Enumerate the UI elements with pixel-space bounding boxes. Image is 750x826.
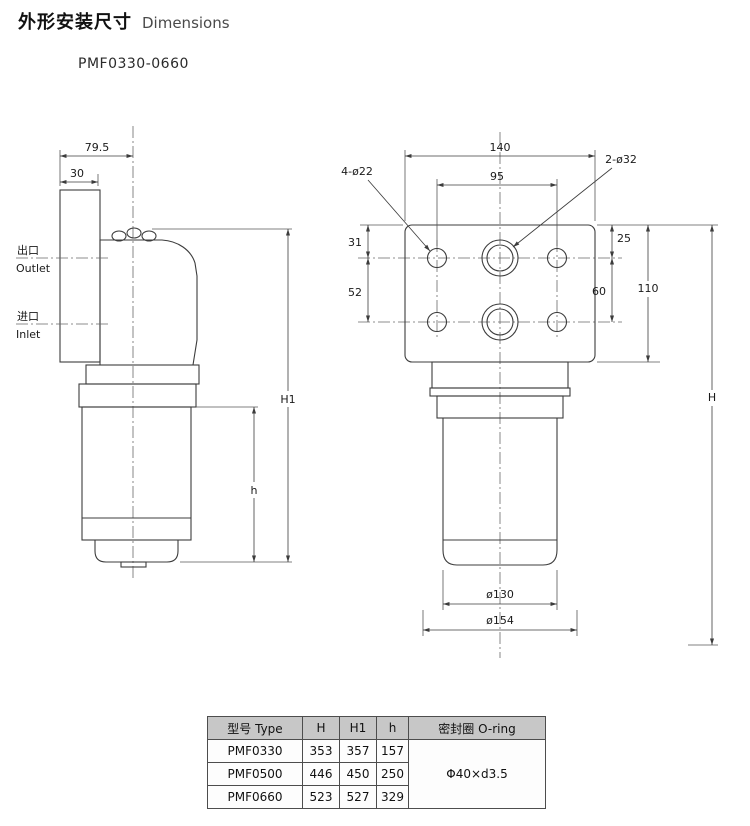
dim-110-label: 110	[638, 282, 659, 295]
cell-h: 329	[376, 785, 409, 809]
port-hole-inner	[486, 308, 514, 336]
dim-d154: ø154	[422, 610, 578, 636]
col-header-h: h	[376, 716, 409, 740]
dim-31: 31	[348, 224, 403, 258]
dim-h-total-label: H	[708, 391, 716, 404]
port-hole-outer	[481, 303, 519, 341]
dim-79_5-label: 79.5	[85, 141, 110, 154]
dim-140-label: 140	[490, 141, 511, 154]
dim-h1-label: H1	[280, 393, 295, 406]
dim-h-small: h	[196, 406, 258, 562]
dim-31-label: 31	[348, 236, 362, 249]
table-header-row: 型号 Type H H1 h 密封圈 O-ring	[207, 716, 546, 740]
left-filter-body	[59, 189, 200, 568]
bowl	[442, 417, 558, 566]
dim-d130: ø130	[442, 570, 558, 610]
bowl	[81, 406, 192, 541]
dim-110: 110	[597, 225, 660, 363]
dim-79_5: 79.5	[59, 141, 133, 186]
bolt-hole	[426, 247, 448, 269]
knurled-nut	[78, 383, 197, 408]
page-title-cn: 外形安装尺寸	[18, 12, 132, 33]
cell-oring: Φ40×d3.5	[408, 739, 546, 809]
dim-25: 25	[597, 224, 718, 258]
dim-d130-label: ø130	[486, 588, 514, 601]
cell-H1: 450	[339, 762, 377, 786]
callout-bolt-holes: 4-ø22	[341, 165, 431, 252]
outlet-port: 出口 Outlet	[16, 243, 108, 275]
inlet-port: 进口 Inlet	[16, 310, 108, 341]
mount-bracket	[59, 189, 101, 363]
spec-table: 型号 Type H H1 h 密封圈 O-ring PMF0330 353 35…	[207, 716, 546, 809]
left-view: 79.5 30	[16, 126, 296, 578]
dim-52-label: 52	[348, 286, 362, 299]
dim-25-label: 25	[617, 232, 631, 245]
port-hole-outer	[481, 239, 519, 277]
dim-h-small-label: h	[251, 484, 258, 497]
dim-60-label: 60	[592, 285, 606, 298]
bolt-hole	[426, 311, 448, 333]
cell-h: 250	[376, 762, 409, 786]
inlet-label-en: Inlet	[16, 328, 41, 341]
dim-d154-label: ø154	[486, 614, 514, 627]
model-range-label: PMF0330-0660	[78, 56, 189, 72]
cell-type: PMF0330	[207, 739, 303, 763]
dim-60: 60	[592, 258, 615, 322]
dim-95-label: 95	[490, 170, 504, 183]
cell-type: PMF0660	[207, 785, 303, 809]
port-hole-inner	[486, 244, 514, 272]
dim-140: 140	[404, 141, 596, 221]
outlet-label-cn: 出口	[17, 243, 39, 257]
table-row: PMF0500 446 450 250	[207, 762, 546, 786]
table-row: PMF0660 523 527 329	[207, 785, 546, 809]
dim-52: 52	[348, 258, 371, 322]
inlet-label-cn: 进口	[17, 310, 39, 323]
dim-h-total: H	[688, 225, 718, 646]
dim-h1: H1	[152, 228, 296, 563]
page-title-en: Dimensions	[142, 14, 230, 32]
cell-H1: 357	[339, 739, 377, 763]
collar	[85, 364, 200, 385]
filter-head	[99, 239, 198, 366]
dim-30-label: 30	[70, 167, 84, 180]
bowl-cap	[94, 539, 179, 563]
cell-h: 157	[376, 739, 409, 763]
callout-4xd22-label: 4-ø22	[341, 165, 373, 178]
col-header-oring: 密封圈 O-ring	[408, 716, 546, 740]
cell-H: 353	[302, 739, 340, 763]
dim-30: 30	[60, 167, 99, 186]
bolt-head	[141, 230, 157, 242]
callout-port-holes: 2-ø32	[512, 153, 637, 248]
cell-H: 446	[302, 762, 340, 786]
bolt-hole	[546, 247, 568, 269]
bolt-head	[126, 227, 142, 239]
cell-H: 523	[302, 785, 340, 809]
bolt-head	[111, 230, 127, 242]
callout-2xd32-label: 2-ø32	[605, 153, 637, 166]
bolt-hole	[546, 311, 568, 333]
col-header-H1: H1	[339, 716, 377, 740]
cell-H1: 527	[339, 785, 377, 809]
table-row: PMF0330 353 357 157 Φ40×d3.5	[207, 739, 546, 809]
col-header-type: 型号 Type	[207, 716, 303, 740]
right-filter-body	[429, 361, 571, 566]
technical-drawing: 79.5 30	[16, 126, 718, 658]
right-view: 140 95 4-ø22 2-ø32 31	[341, 132, 718, 658]
drain-plug	[120, 561, 147, 568]
page-header: 外形安装尺寸 Dimensions	[18, 8, 230, 34]
cell-type: PMF0500	[207, 762, 303, 786]
outlet-label-en: Outlet	[16, 262, 51, 275]
col-header-H: H	[302, 716, 340, 740]
dim-95: 95	[436, 170, 558, 246]
